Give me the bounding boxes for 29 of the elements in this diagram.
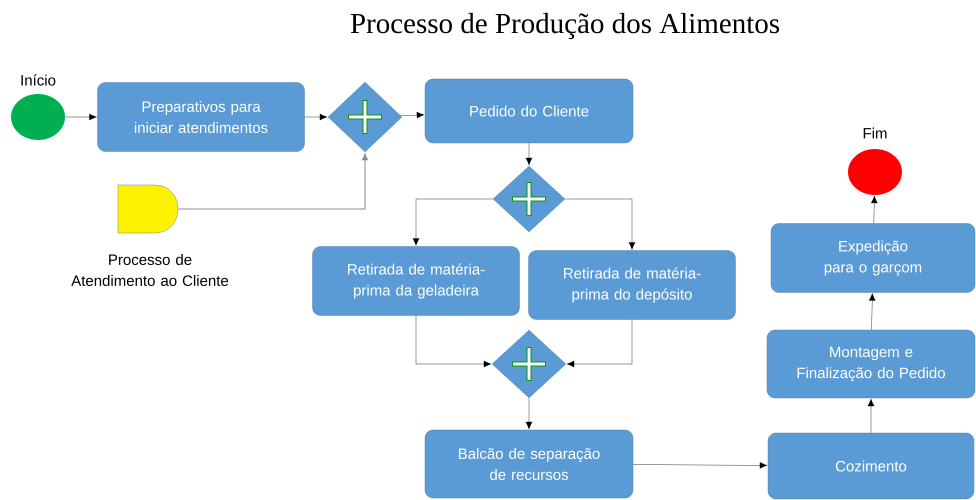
- arrow: [633, 462, 768, 469]
- gateway-diamond: [328, 82, 402, 152]
- process-label: Processo de Atendimento ao Cliente: [71, 254, 228, 286]
- arrow: [868, 293, 876, 330]
- arrow: [304, 114, 328, 120]
- process-box: Balcão de separação de recursos: [424, 430, 634, 498]
- arrow: [526, 398, 532, 430]
- title: Processo de Produção dos Alimentos: [350, 12, 780, 40]
- process-box: Retirada de matéria-prima da geladeira: [312, 246, 520, 316]
- arrow: [565, 198, 636, 250]
- gateway-diamond: [492, 166, 566, 232]
- end-label: Fim: [864, 128, 886, 138]
- process-box: Retirada de matéria-prima do depósito: [528, 250, 736, 320]
- process-box: Expedição para o garçom: [770, 223, 976, 293]
- arrow: [870, 196, 878, 224]
- arrow: [868, 398, 874, 433]
- arrow: [65, 114, 97, 120]
- arrow: [178, 153, 368, 210]
- arrow: [566, 320, 632, 368]
- arrow: [412, 198, 493, 246]
- process-box: Cozimento: [768, 432, 974, 500]
- arrow: [416, 316, 492, 368]
- gateway-diamond: [492, 330, 566, 398]
- arrow: [400, 112, 424, 118]
- process-box: Montagem e Finalização do Pedido: [766, 330, 976, 398]
- process-box: Pedido do Cliente: [424, 78, 634, 144]
- process-box: Preparativos para iniciar atendimentos: [97, 82, 305, 152]
- arrow: [526, 143, 532, 166]
- start-label: Início: [21, 74, 56, 86]
